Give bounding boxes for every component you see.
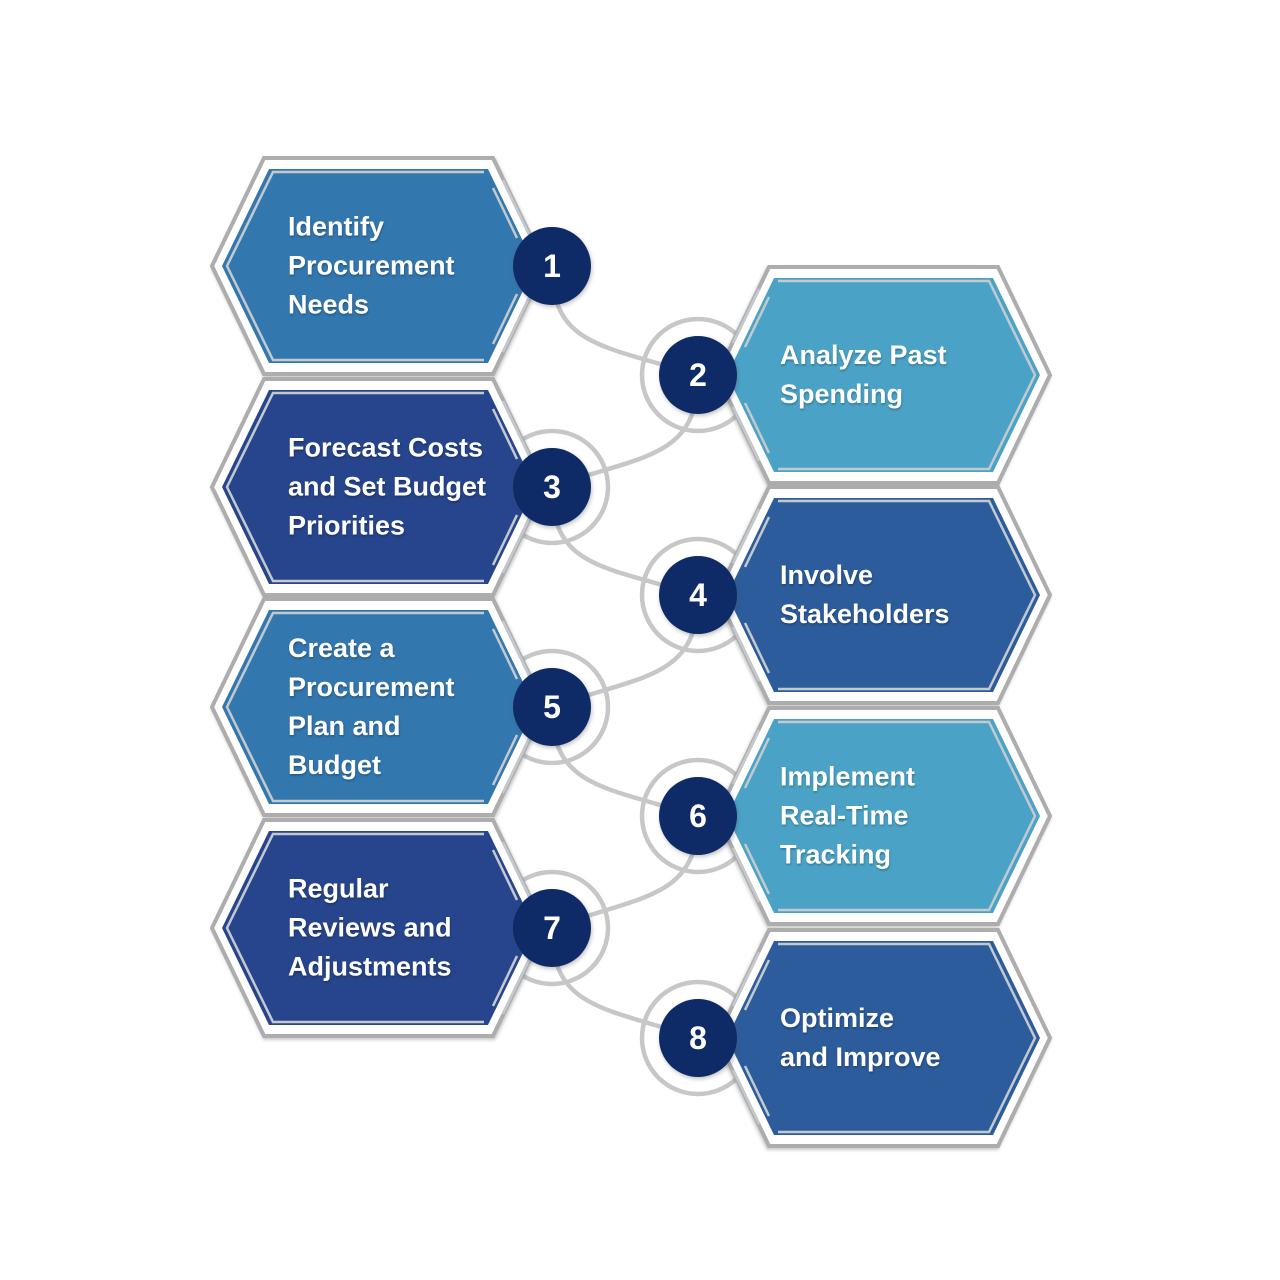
step-5-badge	[513, 668, 591, 746]
inner-outline	[225, 391, 484, 583]
inner-accent-dashes	[731, 508, 771, 682]
hexagon-step-4	[714, 485, 1053, 705]
inner-accent-dashes	[731, 288, 771, 462]
hexagon-step-1	[209, 156, 548, 376]
hexagon-inner-line	[225, 391, 531, 583]
inner-outline	[778, 279, 1037, 471]
hexagon-step-8	[714, 928, 1053, 1148]
inner-accent-dashes	[731, 729, 771, 903]
hexagon-inner-line	[731, 499, 1037, 691]
hexagon-fill	[222, 169, 535, 363]
step-6-badge	[659, 777, 737, 855]
hexagon-step-2	[714, 265, 1053, 485]
hexagon-fill	[727, 719, 1040, 913]
hexagon-fill	[222, 390, 535, 584]
hexagon-step-5	[209, 597, 548, 817]
hexagon-inner-line	[731, 942, 1037, 1134]
step-4-badge	[659, 556, 737, 634]
step-7-badge	[513, 889, 591, 967]
badge-circles	[513, 227, 737, 1077]
inner-accent-dashes	[491, 841, 531, 1015]
hexagon-fill	[222, 831, 535, 1025]
connector-curves	[549, 263, 701, 1041]
step-3-badge	[513, 448, 591, 526]
hexagon-inner-line	[731, 720, 1037, 912]
inner-outline	[225, 170, 484, 362]
inner-outline	[778, 942, 1037, 1134]
inner-accent-dashes	[491, 179, 531, 353]
inner-accent-dashes	[491, 620, 531, 794]
hexagon-fill	[727, 941, 1040, 1135]
step-1-badge	[513, 227, 591, 305]
inner-outline	[225, 611, 484, 803]
hexagon-fill	[727, 498, 1040, 692]
hexagon-fill	[222, 610, 535, 804]
step-8-badge	[659, 999, 737, 1077]
hexagon-inner-line	[225, 832, 531, 1024]
inner-outline	[225, 832, 484, 1024]
inner-outline	[778, 720, 1037, 912]
hexagon-inner-line	[225, 170, 531, 362]
inner-accent-dashes	[731, 951, 771, 1125]
hexagon-inner-line	[731, 279, 1037, 471]
inner-accent-dashes	[491, 400, 531, 574]
hexagon-step-3	[209, 377, 548, 597]
hexagon-step-6	[714, 706, 1053, 926]
hexagon-fill	[727, 278, 1040, 472]
step-2-badge	[659, 336, 737, 414]
inner-outline	[778, 499, 1037, 691]
hexagon-step-7	[209, 818, 548, 1038]
hexagon-inner-line	[225, 611, 531, 803]
